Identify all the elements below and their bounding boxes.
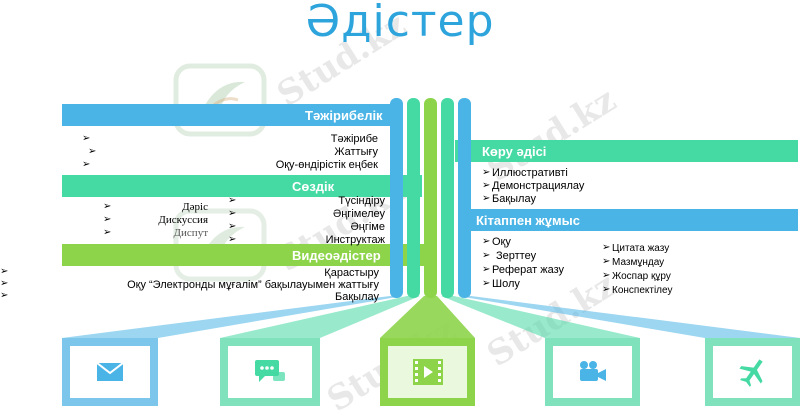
sozdik-header: Сөздік bbox=[292, 178, 335, 194]
bullet-arrow: ➢ bbox=[228, 234, 237, 245]
video-bar bbox=[62, 244, 437, 266]
bullet-arrow: ➢ bbox=[103, 214, 112, 225]
film-box bbox=[380, 338, 475, 406]
list-item: Зерттеу bbox=[496, 250, 537, 262]
bullet-arrow: ➢ bbox=[482, 250, 491, 261]
bullet-arrow: ➢ bbox=[482, 264, 491, 275]
bullet-arrow: ➢ bbox=[0, 290, 9, 301]
list-item: Бақылау bbox=[492, 193, 536, 205]
chat-icon bbox=[255, 360, 285, 382]
list-item: Шолу bbox=[492, 278, 520, 290]
bullet-arrow: ➢ bbox=[482, 167, 491, 178]
list-item: Оқу-өндірістік еңбек bbox=[275, 159, 378, 171]
page-title: Әдістер bbox=[305, 0, 495, 47]
bullet-arrow: ➢ bbox=[482, 193, 491, 204]
tajiribelik-header: Тәжірибелік bbox=[305, 107, 383, 123]
bullet-arrow: ➢ bbox=[228, 221, 237, 232]
list-item: Дәріс bbox=[182, 201, 208, 213]
bullet-arrow: ➢ bbox=[228, 195, 237, 206]
bullet-arrow: ➢ bbox=[88, 146, 97, 157]
bullet-arrow: ➢ bbox=[602, 270, 611, 281]
list-item: Конспектілеу bbox=[612, 285, 673, 296]
bullet-arrow: ➢ bbox=[103, 201, 112, 212]
chat-box bbox=[220, 338, 320, 406]
tajiribelik-bar bbox=[62, 104, 402, 126]
list-item: Иллюстративті bbox=[492, 167, 568, 179]
list-item: Дискуссия bbox=[158, 214, 208, 226]
bullet-arrow: ➢ bbox=[482, 180, 491, 191]
list-item: Оқу bbox=[492, 236, 511, 248]
airplane-icon bbox=[738, 359, 763, 387]
bullet-arrow: ➢ bbox=[482, 236, 491, 247]
list-item: Тәжірибе bbox=[330, 133, 378, 145]
bullet-arrow: ➢ bbox=[602, 256, 611, 267]
list-item: Реферат жазу bbox=[492, 264, 564, 276]
sozdik-bar bbox=[62, 175, 422, 197]
list-item: Диспут bbox=[173, 227, 208, 239]
list-item: Мазмұндау bbox=[612, 257, 665, 268]
connector-diagram bbox=[62, 98, 800, 338]
bullet-arrow: ➢ bbox=[482, 278, 491, 289]
list-item: Бақылау bbox=[335, 291, 379, 303]
video-camera-box bbox=[545, 338, 640, 406]
list-item: Оқу “Электронды мұғалім” бақылауымен жат… bbox=[127, 279, 379, 291]
list-item: Түсіндіру bbox=[338, 195, 385, 207]
bullet-arrow: ➢ bbox=[0, 266, 9, 277]
bullet-arrow: ➢ bbox=[602, 242, 611, 253]
envelope-box bbox=[62, 338, 158, 406]
list-item: Әңгімелеу bbox=[332, 208, 385, 220]
bullet-arrow: ➢ bbox=[0, 278, 9, 289]
bullet-arrow: ➢ bbox=[103, 227, 112, 238]
list-item: Жаттығу bbox=[334, 146, 378, 158]
koru-bar bbox=[455, 140, 798, 162]
airplane-box bbox=[705, 338, 800, 406]
video-camera-icon bbox=[579, 361, 606, 381]
list-item: Қарастыру bbox=[324, 267, 379, 279]
film-icon bbox=[412, 359, 443, 385]
list-item: Жоспар құру bbox=[612, 271, 671, 282]
koru-header: Көру әдісі bbox=[482, 143, 547, 159]
list-item: Цитата жазу bbox=[612, 243, 670, 254]
kitap-header: Кітаппен жұмыс bbox=[476, 212, 580, 228]
bullet-arrow: ➢ bbox=[82, 159, 91, 170]
list-item: Инструктаж bbox=[325, 234, 385, 246]
list-item: Әңгіме bbox=[350, 221, 386, 233]
video-header: Видеоәдістер bbox=[292, 247, 381, 263]
list-item: Демонстрациялау bbox=[492, 180, 585, 192]
kitap-bar bbox=[460, 209, 798, 231]
bullet-arrow: ➢ bbox=[228, 208, 237, 219]
bullet-arrow: ➢ bbox=[82, 133, 91, 144]
envelope-icon bbox=[97, 363, 123, 381]
bullet-arrow: ➢ bbox=[602, 284, 611, 295]
